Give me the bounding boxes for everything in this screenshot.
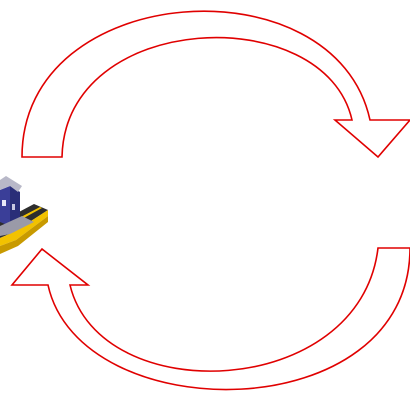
train-station-icon: [0, 176, 48, 254]
top-cycle-arrow: [22, 11, 410, 157]
bottom-cycle-arrow: [12, 248, 410, 390]
